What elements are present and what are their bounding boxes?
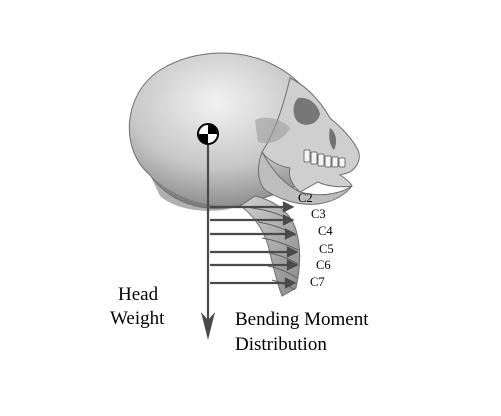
skull-zygomatic [255,117,290,144]
skull-orbit [293,97,320,125]
vertebra-label-c6: C6 [316,258,331,272]
vertebra-label-c3: C3 [311,207,326,221]
skull-teeth [303,149,346,168]
head-weight-label-line1: Head [118,284,159,305]
vertebra-label-c7: C7 [310,275,325,289]
vertebra-label-c5: C5 [319,242,334,256]
center-of-mass-icon [197,123,219,145]
bending-moment-label-line1: Bending Moment [235,309,369,330]
skull-nasal [329,128,337,150]
head-weight-label-line2: Weight [110,308,165,329]
moment-arrows [210,201,299,289]
skull-occipital-shadow [150,175,240,211]
bending-moment-label-line2: Distribution [235,334,327,355]
skull-mandible [257,150,353,205]
vertebra-label-c4: C4 [318,224,333,238]
head-weight-arrow [201,140,215,340]
vertebra-label-c2: C2 [298,191,313,205]
